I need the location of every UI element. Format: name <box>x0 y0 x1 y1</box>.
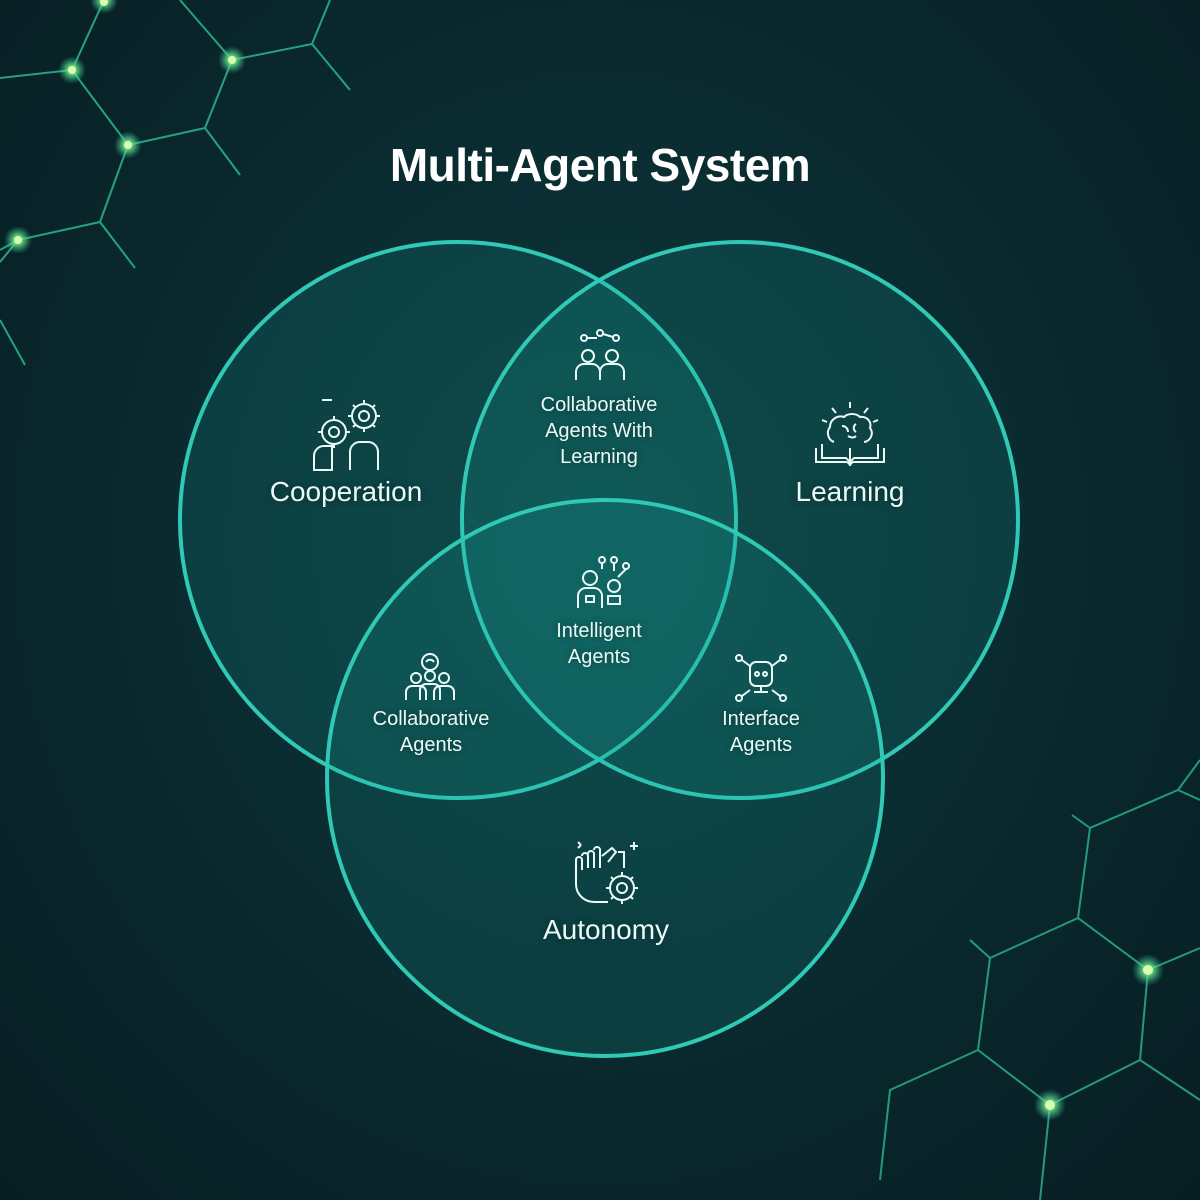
team-brain-icon <box>404 652 456 702</box>
interface-agents-label: Interface Agents <box>722 708 800 756</box>
cooperation-circle <box>178 240 738 800</box>
learning-label: Learning <box>795 476 905 507</box>
venn-circles <box>178 240 1020 1058</box>
connected-people-icon <box>574 328 626 382</box>
robot-network-icon <box>734 652 788 704</box>
collaborative-agents-with-learning-label: Collaborative Agents With Learning <box>540 394 658 468</box>
autonomy-circle <box>325 498 885 1058</box>
people-gears-icon <box>310 398 388 472</box>
network-nodes-top-left <box>4 0 246 254</box>
intelligent-agents-label: Intelligent Agents <box>556 620 642 668</box>
collaborative-agents-label: Collaborative Agents <box>372 708 490 756</box>
agent-robot-icon <box>574 556 630 610</box>
page-title: Multi-Agent System <box>389 139 811 191</box>
network-nodes-bottom-right <box>1034 954 1164 1121</box>
autonomy-label: Autonomy <box>542 914 670 945</box>
brain-book-icon <box>812 398 888 468</box>
learning-circle <box>460 240 1020 800</box>
cooperation-label: Cooperation <box>269 476 423 507</box>
hand-gear-icon <box>570 832 644 908</box>
